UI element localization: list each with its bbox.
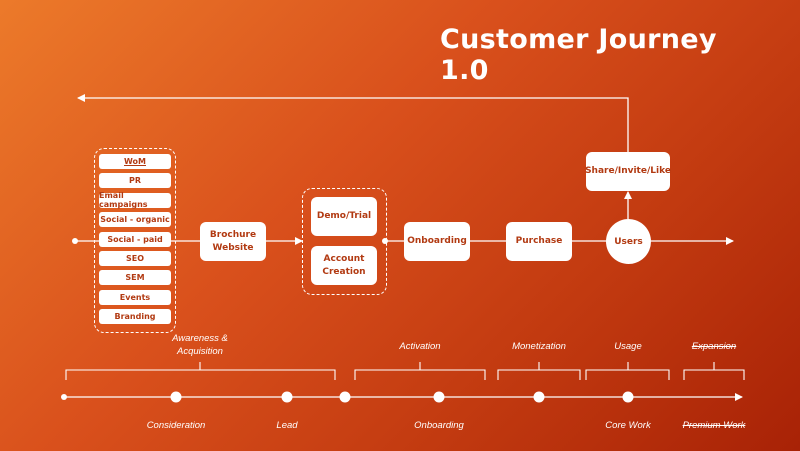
stage-activation: Activation <box>399 341 441 352</box>
channel-label: Social - organic <box>100 215 170 225</box>
channel-item: SEM <box>99 270 171 286</box>
channel-label: Social - paid <box>107 234 163 244</box>
timeline-dots <box>61 391 634 403</box>
share-invite-like-box: Share/Invite/Like <box>585 152 671 191</box>
channel-item: Events <box>99 289 171 305</box>
timeline-onboarding: Onboarding <box>414 420 464 431</box>
stage-brackets <box>65 362 745 380</box>
timeline-lead: Lead <box>276 420 298 431</box>
channel-label: SEO <box>125 254 145 263</box>
channel-item: WoM <box>99 154 171 169</box>
page-title: Customer Journey 1.0 <box>440 24 717 86</box>
channel-label: SEM <box>125 273 145 283</box>
stage-usage: Usage <box>614 341 642 352</box>
timeline-premium-work: Premium Work <box>682 420 746 431</box>
channel-label: Branding <box>114 312 156 322</box>
channel-item: SEO <box>99 251 171 266</box>
stage-awareness: Awareness & Acquisition <box>172 333 228 357</box>
channels-group <box>94 148 176 333</box>
timeline-consideration: Consideration <box>146 420 206 431</box>
channel-item: PR <box>99 173 171 189</box>
purchase-box: Purchase <box>506 222 572 261</box>
channel-label: Email campaigns <box>99 191 148 210</box>
stage-expansion: Expansion <box>691 341 737 352</box>
channel-item: Social - paid <box>99 231 171 247</box>
channel-label: Events <box>119 292 151 302</box>
channel-item: Email campaigns <box>99 191 171 210</box>
feedback-loop-arrow <box>77 94 629 152</box>
channel-label: PR <box>128 176 142 186</box>
timeline-core-work: Core Work <box>605 420 651 431</box>
trial-group <box>302 188 387 295</box>
channel-item: Social - organic <box>99 212 171 228</box>
users-circle: Users <box>606 219 651 264</box>
brochure-website-box: Brochure Website <box>200 222 266 261</box>
stage-monetization: Monetization <box>512 341 566 352</box>
account-creation-box: Account Creation <box>311 246 377 285</box>
channel-label: WoM <box>124 157 146 166</box>
channel-item: Branding <box>99 309 171 325</box>
onboarding-box: Onboarding <box>404 222 470 261</box>
demo-trial-box: Demo/Trial <box>311 197 377 236</box>
